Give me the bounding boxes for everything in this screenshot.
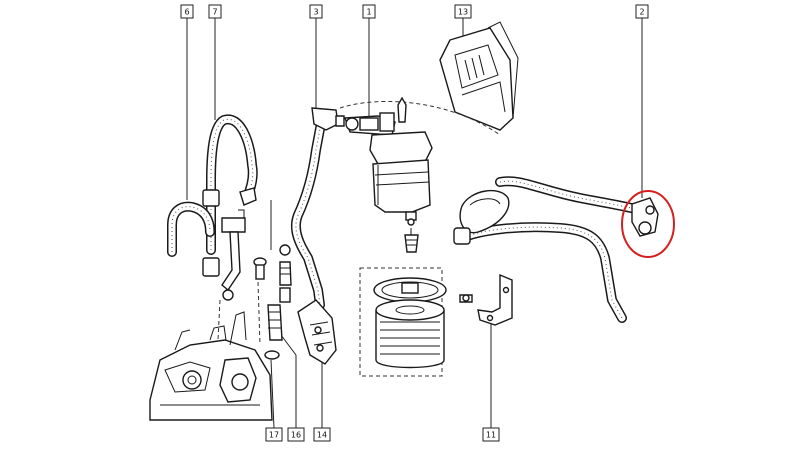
- callout-7-label: 7: [212, 8, 217, 17]
- part-6-short-hose: [167, 201, 215, 257]
- callout-1-label: 1: [366, 8, 371, 17]
- callout-2-label: 2: [639, 8, 644, 17]
- callout-11: 11: [482, 427, 500, 442]
- part-11-bracket: [459, 273, 513, 326]
- callout-6-label: 6: [184, 8, 189, 17]
- callout-14-label: 14: [317, 431, 327, 440]
- callout-14: 14: [313, 427, 331, 442]
- callout-11-label: 11: [486, 431, 496, 440]
- callout-13-label: 13: [458, 8, 468, 17]
- connection-arc: [339, 101, 501, 136]
- part-16-fitting: [279, 244, 292, 303]
- part-2-primer-hose: [453, 176, 659, 323]
- callouts: 6 7 3 1 13 2 17 16: [180, 4, 649, 442]
- part-7-return-hose: [202, 114, 258, 301]
- leader-17: [270, 359, 275, 429]
- callout-3-label: 3: [313, 8, 318, 17]
- highlight-circle: [621, 190, 675, 258]
- filter-element: [359, 267, 447, 377]
- part-17-fitting: [253, 257, 283, 360]
- callout-6: 6: [180, 4, 194, 19]
- part-3-long-hose: [290, 107, 345, 310]
- leader-lines: [186, 18, 643, 429]
- leader-16: [280, 334, 297, 356]
- callout-17: 17: [265, 427, 283, 442]
- callout-16-label: 16: [291, 431, 301, 440]
- part-1-filter-housing: [344, 96, 433, 253]
- part-13-module: [439, 21, 519, 131]
- callout-17-label: 17: [269, 431, 279, 440]
- callout-2: 2: [635, 4, 649, 19]
- callout-7: 7: [208, 4, 222, 19]
- callout-3: 3: [309, 4, 323, 19]
- callout-1: 1: [362, 4, 376, 19]
- injection-pump: [149, 281, 273, 421]
- callout-13: 13: [454, 4, 472, 19]
- part-14-bracket: [297, 299, 337, 365]
- callout-16: 16: [287, 427, 305, 442]
